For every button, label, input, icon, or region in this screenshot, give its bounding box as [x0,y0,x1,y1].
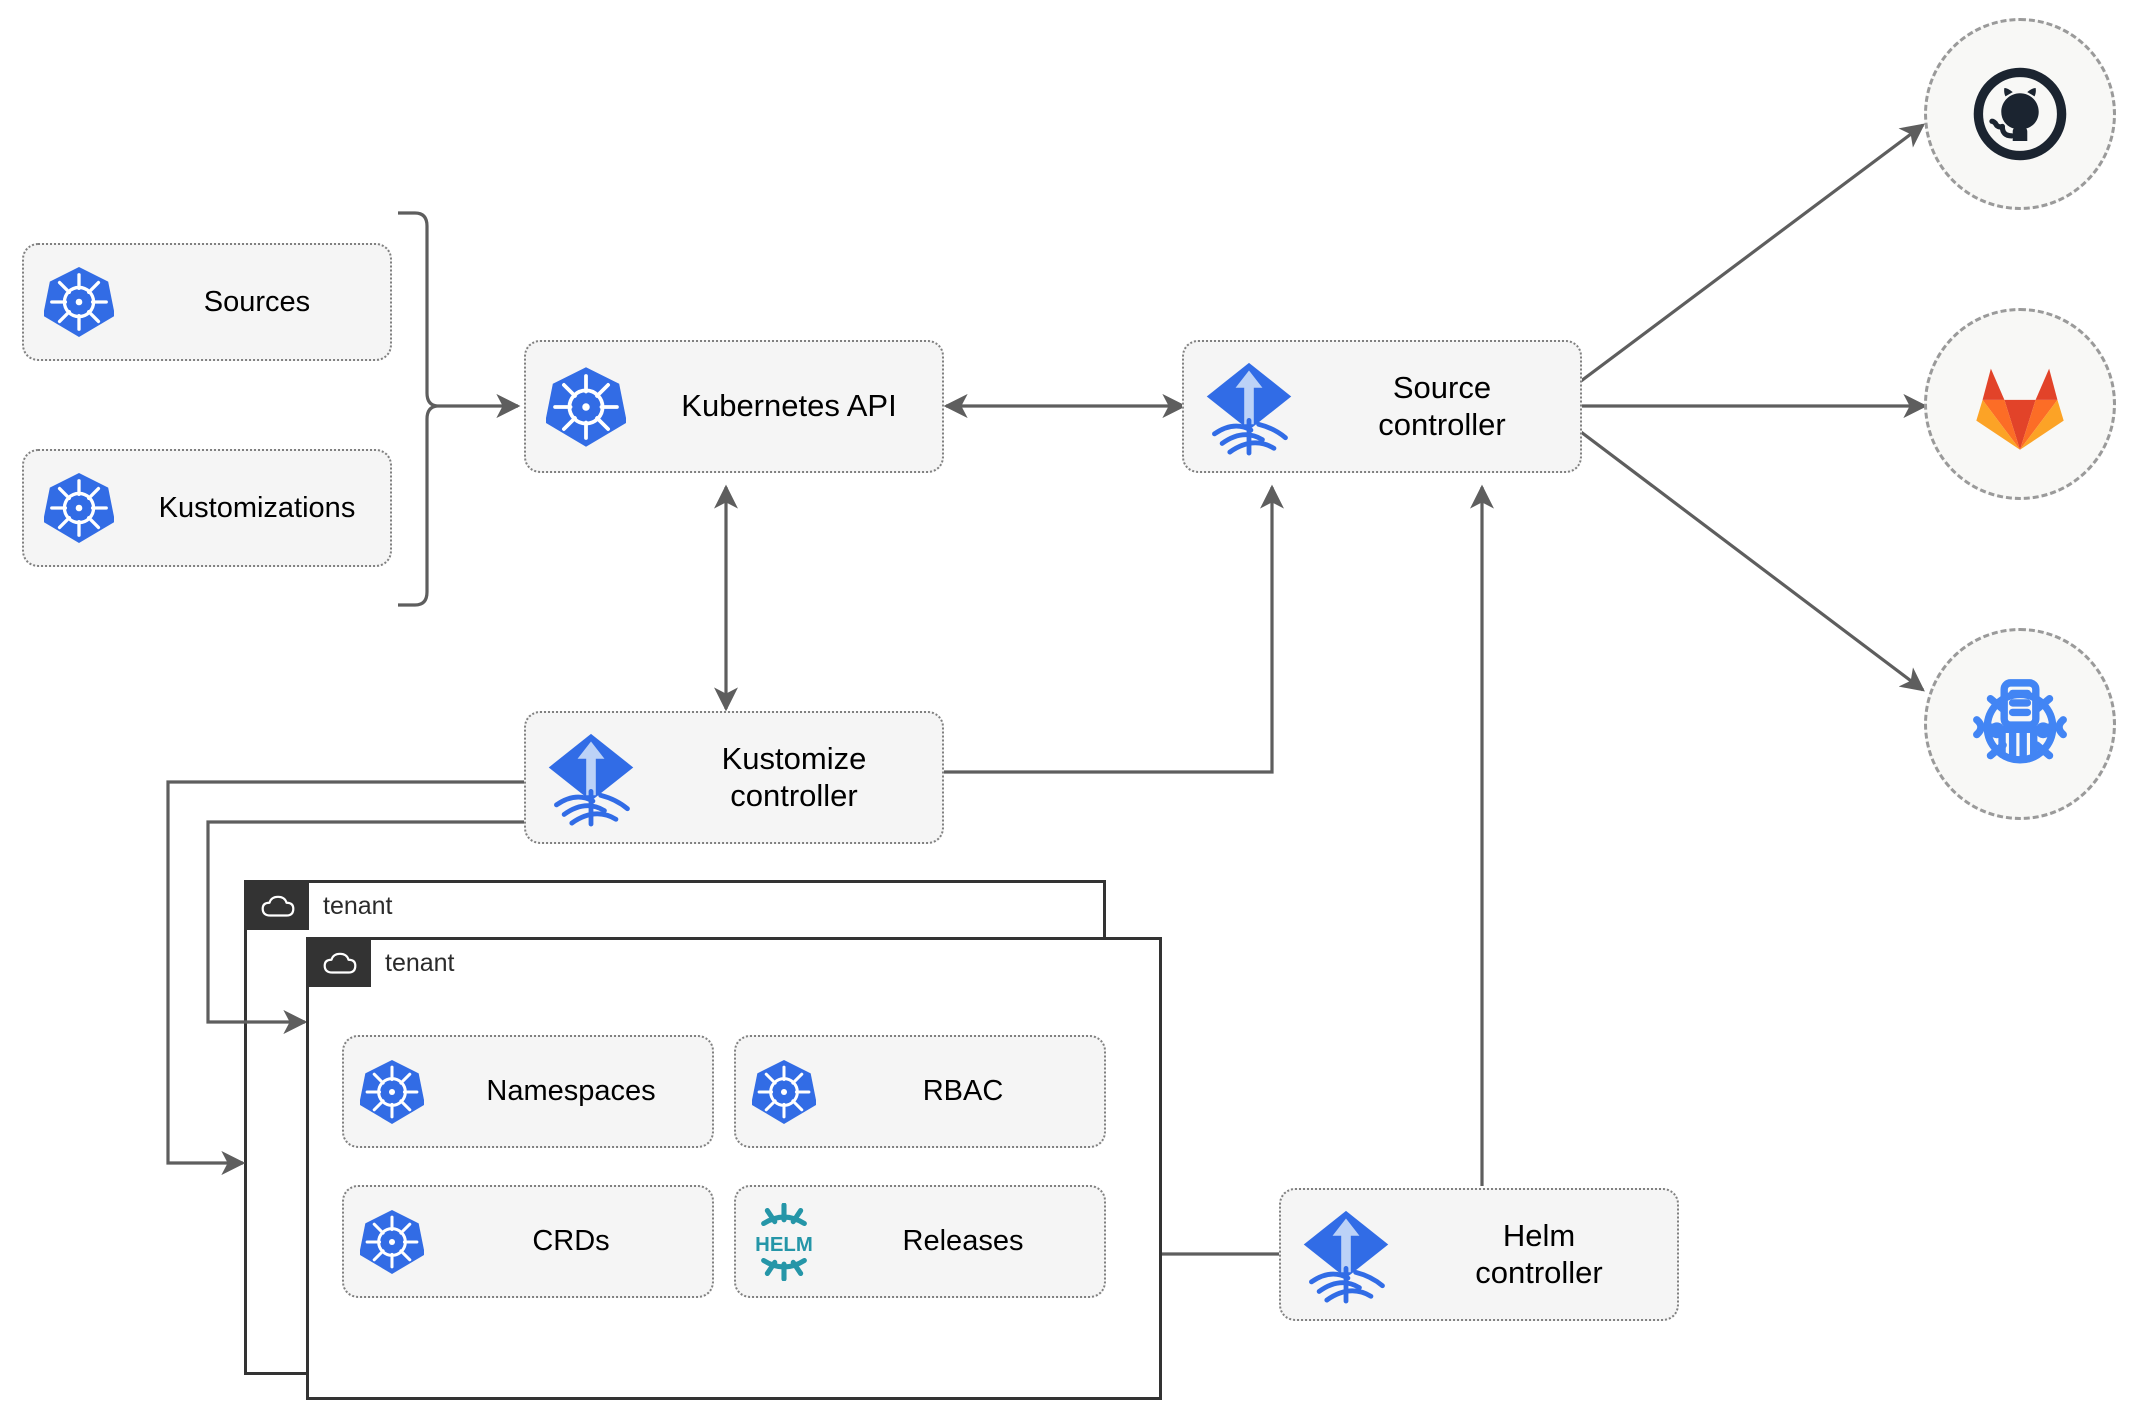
edge-kustomize-to-source-controller [941,484,1284,774]
tenant-resource-label: Namespaces [486,1075,656,1108]
node-label: Kustomize controller [721,740,867,813]
tenant-resource-namespaces[interactable]: Namespaces [342,1035,714,1148]
kubernetes-icon [526,365,646,449]
kubernetes-icon [736,1058,832,1126]
flux-icon [1184,357,1314,457]
edge-source-to-helm-repository [1580,430,1925,692]
tenant-resource-releases[interactable]: HELM Releases [734,1185,1106,1298]
flux-icon [526,728,656,828]
tenant-resource-label: Releases [902,1225,1024,1258]
resource-label: Sources [203,285,311,318]
node-kustomize-controller[interactable]: Kustomize controller [524,711,944,844]
tenant-resource-crds[interactable]: CRDs [342,1185,714,1298]
flux-icon [1281,1205,1411,1305]
cloud-icon [323,952,357,974]
node-label: Source controller [1378,369,1506,442]
tenant-resource-rbac[interactable]: RBAC [734,1035,1106,1148]
node-label: Helm controller [1475,1217,1603,1290]
node-label: Kubernetes API [681,388,897,424]
gitlab-icon [1976,368,2064,450]
tenant-header-back [247,883,309,930]
resource-label: Kustomizations [158,491,356,524]
kubernetes-icon [344,1058,440,1126]
resource-box-sources[interactable]: Sources [22,243,392,361]
kubernetes-icon [344,1208,440,1276]
tenant-resource-label: CRDs [532,1225,610,1258]
kubernetes-icon [24,471,134,545]
tenant-resource-label: RBAC [922,1075,1004,1108]
provider-helm-repository[interactable] [1924,628,2116,820]
helm-icon: HELM [736,1202,832,1281]
tenant-label: tenant [385,949,455,977]
tenant-label: tenant [323,892,393,920]
resource-box-kustomizations[interactable]: Kustomizations [22,449,392,567]
node-helm-controller[interactable]: Helm controller [1279,1188,1679,1321]
node-source-controller[interactable]: Source controller [1182,340,1582,473]
edge-source-to-github [1580,123,1925,383]
group-brace [398,211,438,607]
tenant-container-front[interactable]: tenant [306,937,1162,1400]
kubernetes-icon [24,265,134,339]
helm-logotype: HELM [755,1234,813,1256]
tenant-header-front [309,940,371,987]
github-icon [1973,67,2067,161]
provider-gitlab[interactable] [1924,308,2116,500]
node-kubernetes-api[interactable]: Kubernetes API [524,340,944,473]
provider-github[interactable] [1924,18,2116,210]
cloud-icon [261,895,295,917]
helm-repository-icon [1973,679,2067,764]
